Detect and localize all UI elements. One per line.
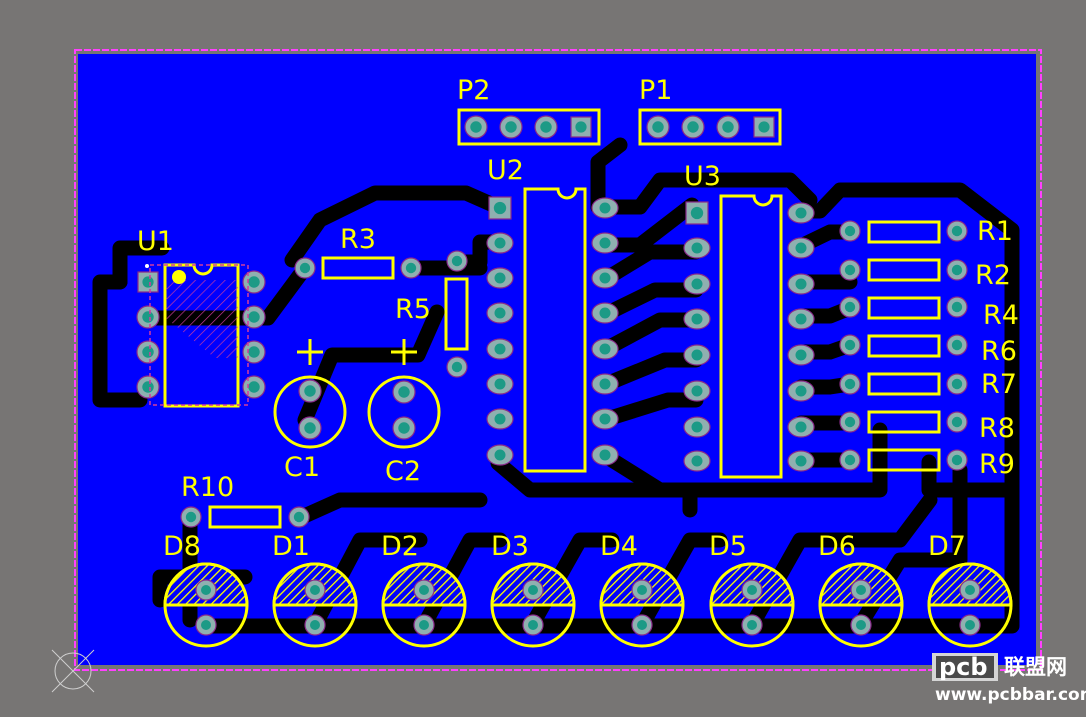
u1-courtyard (149, 264, 249, 406)
label-D8: D8 (163, 531, 201, 562)
label-R2: R2 (975, 260, 1011, 291)
label-R1: R1 (977, 216, 1013, 247)
trace-11 (590, 172, 818, 215)
label-R7: R7 (981, 369, 1017, 400)
u1-pin1-dot (172, 270, 186, 284)
label-U2: U2 (487, 155, 524, 186)
p1-outline (638, 108, 782, 146)
trace-10 (590, 137, 628, 215)
p2-outline (457, 108, 601, 146)
pads (136, 115, 968, 528)
labels: P2 P1 U2 U3 U1 R1 R2 R4 R6 R7 R8 R9 R3 R… (137, 75, 1019, 562)
watermark-cn: 联盟网 (1004, 655, 1067, 679)
label-R4: R4 (983, 300, 1019, 331)
label-U1: U1 (137, 226, 174, 257)
trace-19 (793, 182, 1020, 498)
label-D2: D2 (381, 531, 419, 562)
u2-outline (523, 187, 587, 473)
origin-crosshair-icon (51, 649, 95, 693)
label-D1: D1 (272, 531, 310, 562)
label-R3: R3 (340, 224, 376, 255)
label-D7: D7 (928, 531, 966, 562)
label-D3: D3 (491, 531, 529, 562)
watermark-url: www.pcbbar.com (935, 685, 1086, 705)
label-P1: P1 (639, 75, 672, 106)
label-R8: R8 (979, 413, 1015, 444)
label-D5: D5 (709, 531, 747, 562)
label-R6: R6 (981, 336, 1017, 367)
trace-27 (490, 455, 698, 518)
trace-18 (596, 422, 888, 498)
silkscreen (163, 108, 941, 529)
label-D6: D6 (818, 531, 856, 562)
label-P2: P2 (457, 75, 490, 106)
label-C1: C1 (284, 452, 320, 483)
label-R5: R5 (395, 294, 431, 325)
label-R9: R9 (979, 449, 1015, 480)
label-R10: R10 (181, 472, 234, 503)
trace-9 (284, 185, 508, 268)
u1-hatch (166, 280, 238, 358)
leds (163, 562, 1013, 648)
watermark-logo: pcb (939, 653, 988, 681)
trace-34 (294, 492, 488, 525)
label-D4: D4 (600, 531, 638, 562)
board-outline (74, 49, 1042, 671)
trace-13 (596, 244, 704, 288)
trace-2 (92, 274, 148, 408)
trace-17 (596, 392, 704, 428)
label-U3: U3 (684, 161, 721, 192)
trace-3 (112, 240, 170, 290)
watermark: pcb 联盟网 www.pcbbar.com (932, 653, 1086, 705)
label-C2: C2 (385, 456, 421, 487)
trace-14 (596, 282, 704, 323)
u3-outline (719, 194, 783, 479)
u1-outline (163, 263, 240, 408)
